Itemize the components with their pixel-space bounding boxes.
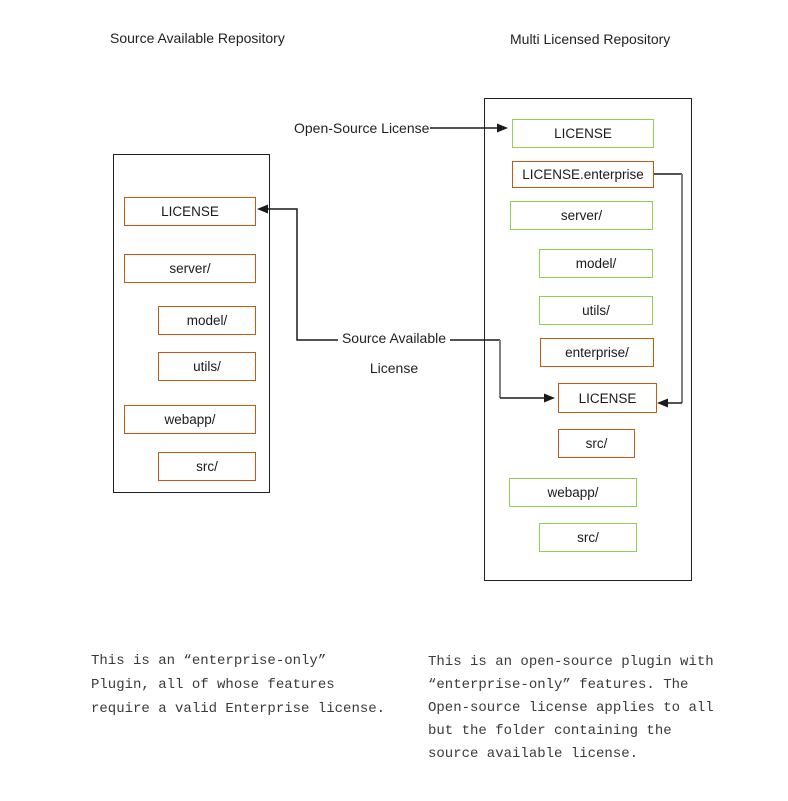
right-note-line: source available license. (428, 746, 639, 762)
left-note-line: This is an “enterprise-only” (91, 653, 327, 669)
left-note: This is an “enterprise-only” Plugin, all… (91, 649, 385, 721)
arrow-source-available-to-left-license (257, 204, 338, 341)
box-left-model-folder: model/ (158, 306, 256, 335)
arrow-license-enterprise-to-inner-license (654, 173, 683, 408)
box-right-webapp-folder: webapp/ (509, 478, 637, 507)
right-note: This is an open-source plugin with “ente… (428, 651, 714, 766)
box-right-enterprise-folder: enterprise/ (540, 338, 654, 367)
box-left-webapp-folder: webapp/ (124, 405, 256, 434)
arrow-open-source-license (430, 123, 508, 133)
box-right-server-folder: server/ (510, 201, 653, 230)
box-left-license-file: LICENSE (124, 197, 256, 226)
arrow-source-available-to-inner-license (447, 339, 555, 403)
box-left-utils-folder: utils/ (158, 352, 256, 381)
box-right-utils-folder: utils/ (539, 296, 653, 325)
left-note-line: Plugin, all of whose features (91, 677, 335, 693)
open-source-license-label: Open-Source License (294, 120, 430, 136)
right-note-line: “enterprise-only” features. The (428, 677, 689, 693)
box-right-model-folder: model/ (539, 249, 653, 278)
left-note-line: require a valid Enterprise license. (91, 701, 386, 717)
box-right-license-enterprise-file: LICENSE.enterprise (512, 161, 654, 188)
box-right-license-file: LICENSE (512, 119, 654, 148)
source-available-license-label: Source Available License (338, 323, 450, 383)
box-right-src-folder: src/ (539, 523, 637, 552)
box-left-server-folder: server/ (124, 254, 256, 283)
source-available-license-label-line2: License (369, 360, 419, 376)
right-note-line: This is an open-source plugin with (428, 654, 714, 670)
box-right-inner-src-folder: src/ (558, 429, 635, 458)
box-right-inner-license-file: LICENSE (558, 383, 657, 413)
box-left-src-folder: src/ (158, 452, 256, 481)
right-repo-title: Multi Licensed Repository (510, 31, 671, 47)
left-repo-title: Source Available Repository (110, 30, 285, 46)
source-available-license-label-line1: Source Available (341, 330, 447, 346)
left-repo-outline (113, 154, 270, 493)
right-note-line: but the folder containing the (428, 723, 672, 739)
right-note-line: Open-source license applies to all (428, 700, 714, 716)
